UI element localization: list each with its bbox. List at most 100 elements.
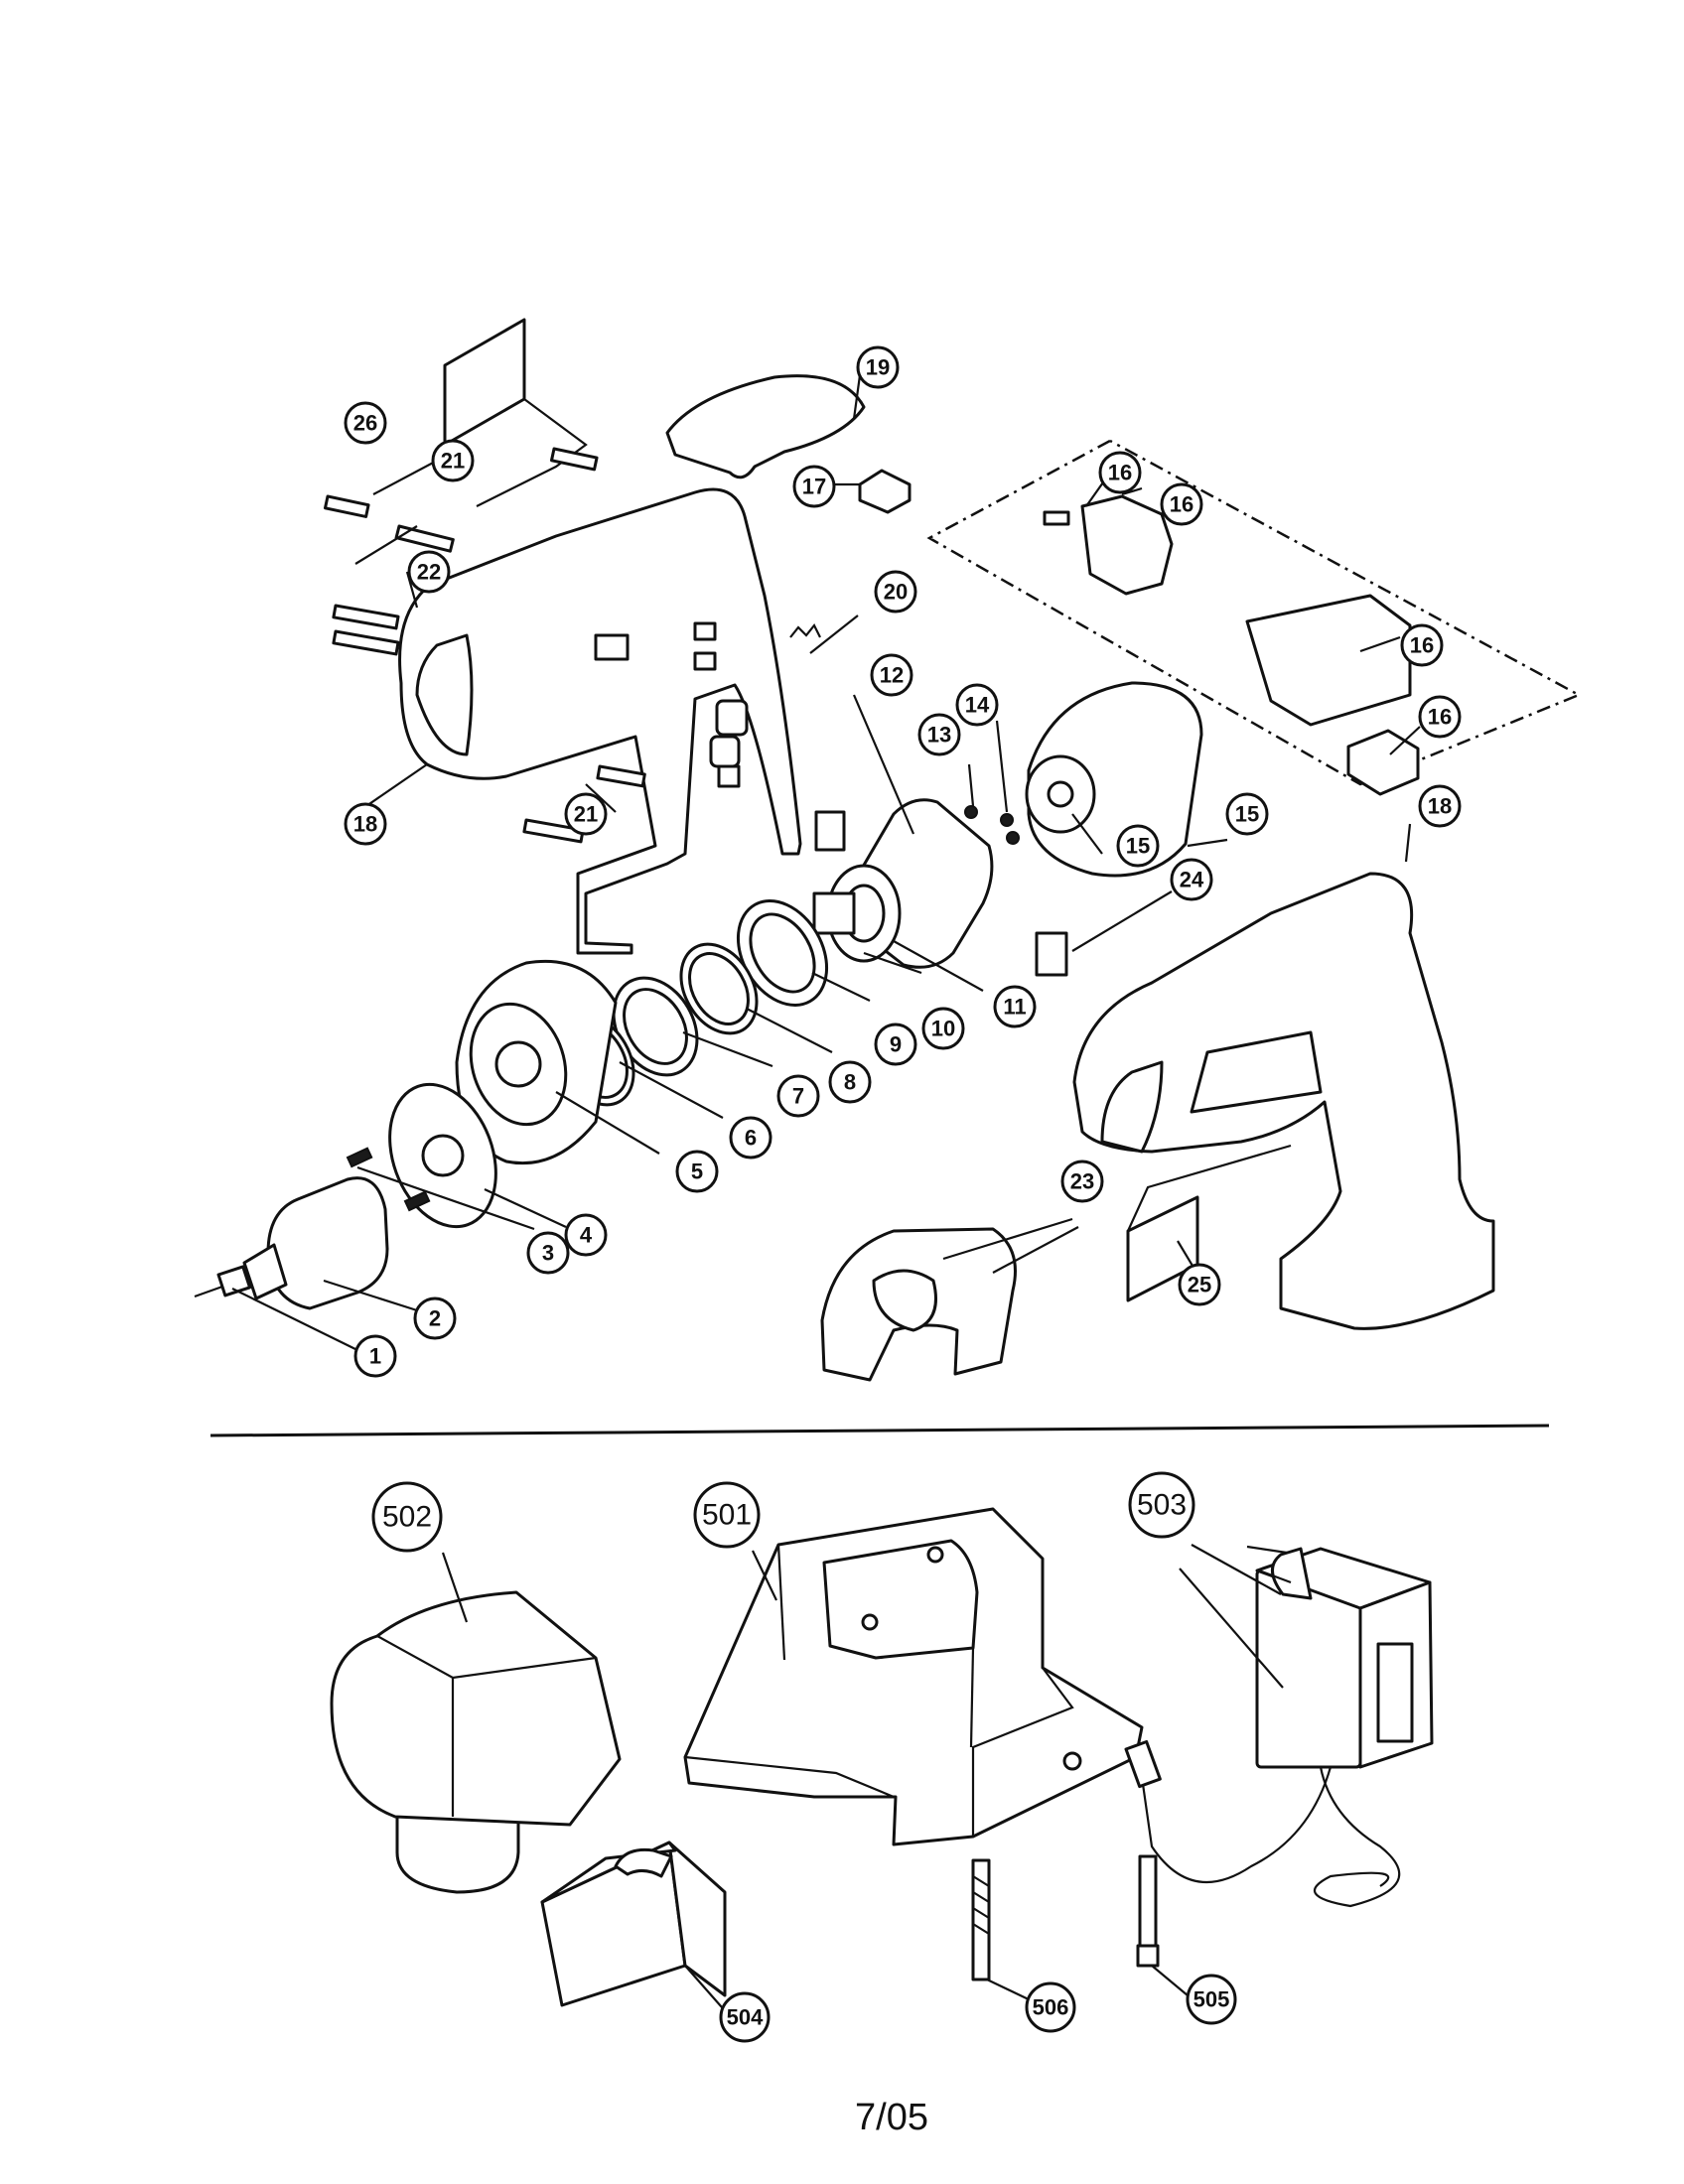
callout-4: 4 (564, 1213, 608, 1257)
callout-15a: 15 (1225, 792, 1269, 836)
callout-label: 15 (1235, 802, 1259, 827)
chuck-2 (242, 1176, 389, 1310)
callout-9: 9 (874, 1023, 917, 1066)
battery-pack-502 (330, 1590, 622, 1894)
drill-bit-506 (971, 1858, 991, 1981)
section-divider (210, 1424, 1550, 1437)
spring-ring-7 (612, 976, 699, 1077)
screws-3 (346, 1147, 431, 1212)
callout-14: 14 (955, 683, 999, 727)
callout-26: 26 (344, 401, 387, 445)
callout-1: 1 (353, 1334, 397, 1378)
gearbox-12 (812, 798, 994, 969)
callout-label: 10 (931, 1017, 955, 1041)
callout-label: 7 (792, 1084, 804, 1109)
clip-17 (858, 469, 912, 514)
callout-16d: 16 (1418, 695, 1462, 739)
callout-label: 20 (884, 580, 908, 605)
ring-gear-9 (736, 899, 829, 1007)
brush-24 (1035, 931, 1068, 977)
callout-label: 16 (1170, 492, 1193, 517)
callout-label: 9 (890, 1032, 902, 1057)
washer-8 (679, 942, 759, 1035)
callout-504: 504 (719, 1991, 771, 2043)
callout-5: 5 (675, 1150, 719, 1193)
callout-label: 23 (1070, 1169, 1094, 1194)
callout-506: 506 (1025, 1981, 1076, 2033)
callout-16b: 16 (1160, 482, 1203, 526)
callout-23: 23 (1060, 1160, 1104, 1203)
switch-parts-16 (1043, 494, 1420, 796)
callout-502: 502 (371, 1481, 443, 1553)
callout-label: 6 (745, 1126, 757, 1151)
callout-10: 10 (921, 1007, 965, 1050)
callout-label: 22 (417, 560, 441, 585)
callout-label: 14 (965, 693, 990, 718)
screws-21-top (324, 447, 599, 518)
callout-label: 8 (844, 1070, 856, 1095)
callout-20: 20 (874, 570, 917, 614)
motor-15 (1025, 681, 1203, 878)
callout-label: 24 (1180, 868, 1204, 892)
callout-12: 12 (870, 653, 913, 697)
lower-leader-lines (441, 1544, 1284, 2016)
callout-503: 503 (1128, 1471, 1195, 1539)
callout-label: 16 (1108, 461, 1132, 485)
spring-20 (789, 622, 821, 638)
callout-25: 25 (1178, 1263, 1221, 1306)
callout-15b: 15 (1116, 824, 1160, 868)
callout-22: 22 (407, 550, 451, 594)
callout-label: 501 (702, 1499, 752, 1532)
callout-label: 16 (1410, 633, 1434, 658)
callout-17: 17 (792, 465, 836, 508)
callout-21b: 21 (564, 792, 608, 836)
housing-half-left-18 (398, 487, 846, 955)
callout-label: 13 (927, 723, 951, 748)
callout-label: 17 (802, 475, 826, 499)
callout-11: 11 (993, 985, 1037, 1028)
callout-8: 8 (828, 1060, 872, 1104)
callout-label: 19 (866, 355, 890, 380)
callout-label: 2 (429, 1306, 441, 1331)
terminal-clip-23 (820, 1227, 1017, 1382)
callout-505: 505 (1186, 1974, 1237, 2025)
callout-18b: 18 (1418, 784, 1462, 828)
callout-label: 504 (727, 2005, 764, 2030)
callout-7: 7 (776, 1074, 820, 1118)
callout-label: 4 (580, 1223, 593, 1248)
callout-21a: 21 (431, 439, 475, 482)
charger-base-501 (683, 1507, 1144, 1846)
page-code: 7/05 (855, 2097, 928, 2138)
callout-label: 502 (382, 1501, 432, 1534)
callout-label: 503 (1137, 1489, 1187, 1522)
callout-6: 6 (729, 1116, 772, 1160)
upper-leader-lines (231, 374, 1421, 1351)
callout-label: 1 (369, 1344, 381, 1369)
callout-3: 3 (526, 1231, 570, 1275)
callout-13: 13 (917, 713, 961, 756)
callout-label: 18 (353, 812, 377, 837)
housing-half-right-18 (1072, 872, 1495, 1330)
carrying-case-504 (540, 1841, 727, 2007)
callout-2: 2 (413, 1297, 457, 1340)
clutch-collar-5 (455, 959, 618, 1165)
label-plate-26 (443, 318, 526, 447)
callout-19: 19 (856, 345, 900, 389)
callout-label: 16 (1428, 705, 1452, 730)
callout-label: 21 (441, 449, 465, 474)
callout-label: 3 (542, 1241, 554, 1266)
screws-21-bottom (522, 764, 646, 844)
callout-24: 24 (1170, 858, 1213, 901)
plate-4 (388, 1082, 497, 1229)
switch-assembly-box-16 (926, 439, 1582, 786)
switch-cover-19 (665, 374, 866, 479)
screwdriver-bit-505 (1136, 1854, 1160, 1968)
washer-13 (964, 805, 978, 819)
callout-16c: 16 (1400, 623, 1444, 667)
callout-label: 18 (1428, 794, 1452, 819)
callout-501: 501 (693, 1481, 761, 1549)
callout-label: 21 (574, 802, 598, 827)
plug-transformer-503 (1124, 1545, 1434, 1908)
callout-16a: 16 (1098, 451, 1142, 494)
